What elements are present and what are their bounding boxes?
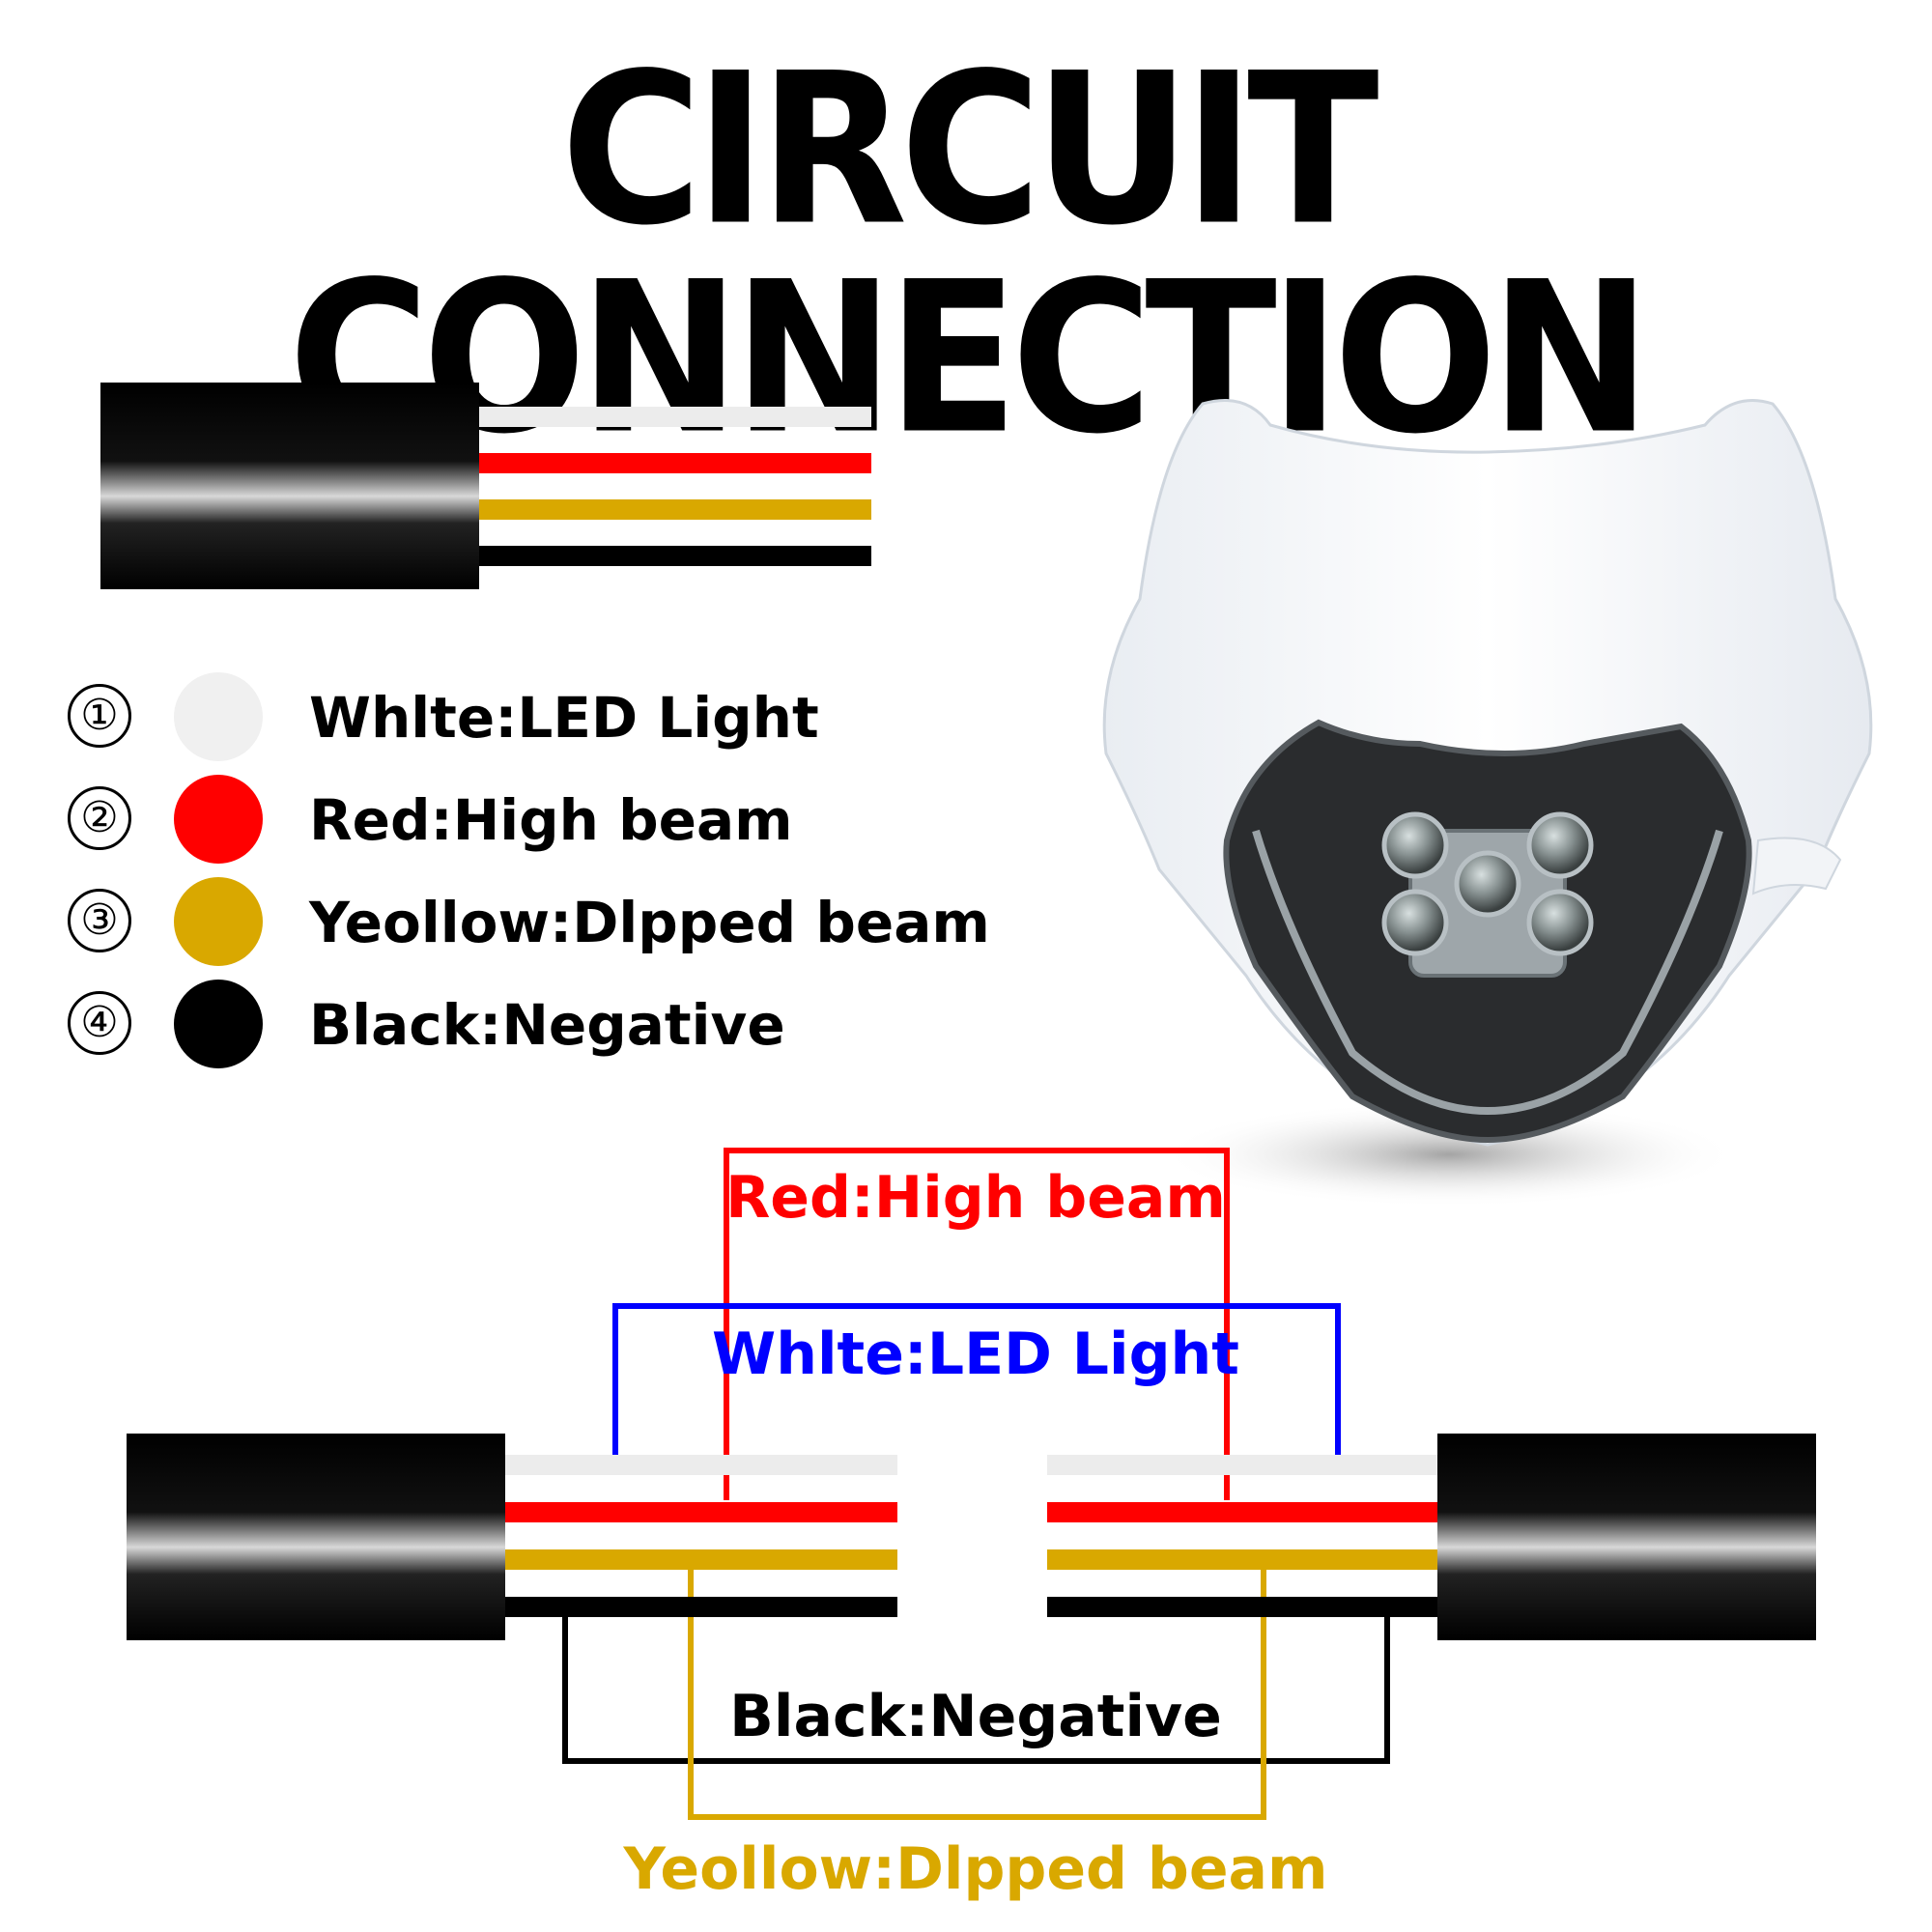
left-cable-jacket <box>127 1434 505 1640</box>
legend-item: ① Whlte:LED Light <box>68 672 937 765</box>
red-link-loop <box>724 1148 1230 1500</box>
legend-number: ③ <box>68 889 131 952</box>
led-lens-top-right <box>1526 811 1594 879</box>
legend-item: ② Red:High beam <box>68 775 937 867</box>
black-link-label: Black:Negative <box>729 1683 1222 1750</box>
led-lens-bottom-left <box>1381 889 1449 956</box>
cable-jacket <box>100 383 479 589</box>
led-lens-center <box>1454 850 1521 918</box>
legend-swatch-red <box>174 775 263 864</box>
connection-diagram: Red:High beam Whlte:LED Light Black:Nega… <box>127 1148 1816 1903</box>
legend-swatch-black <box>174 980 263 1068</box>
legend-number: ② <box>68 786 131 850</box>
legend-label: Red:High beam <box>309 787 793 853</box>
legend-label: Yeollow:Dlpped beam <box>309 890 990 955</box>
legend-item: ③ Yeollow:Dlpped beam <box>68 877 990 970</box>
legend-label: Whlte:LED Light <box>309 685 819 751</box>
yellow-link-loop <box>688 1566 1266 1820</box>
led-lens-top-left <box>1381 811 1449 879</box>
left-red-wire <box>505 1502 897 1522</box>
right-black-wire <box>1047 1597 1437 1617</box>
headlight-shadow <box>1159 1101 1739 1208</box>
led-lens-bottom-right <box>1526 889 1594 956</box>
page-title: CIRCUIT CONNECTION <box>288 28 1651 481</box>
left-black-wire <box>505 1597 897 1617</box>
yellow-link-label: Yeollow:Dlpped beam <box>622 1835 1327 1903</box>
legend-swatch-white <box>174 672 263 761</box>
right-yellow-wire <box>1047 1549 1437 1570</box>
headlight-image <box>1102 399 1873 1208</box>
legend-number: ① <box>68 684 131 748</box>
white-link-label: Whlte:LED Light <box>712 1321 1239 1388</box>
headlight-side-tab <box>1751 837 1842 895</box>
legend-item: ④ Black:Negative <box>68 980 937 1072</box>
legend-number: ④ <box>68 991 131 1055</box>
cable-illustration-top <box>100 383 871 589</box>
legend-swatch-yellow <box>174 877 263 966</box>
right-cable-jacket <box>1437 1434 1816 1640</box>
red-link-label: Red:High beam <box>725 1164 1226 1232</box>
headlight-drl-strip <box>1252 829 1723 1116</box>
red-wire <box>479 453 871 473</box>
left-yellow-wire <box>505 1549 897 1570</box>
right-red-wire <box>1047 1502 1437 1522</box>
left-white-wire <box>505 1455 897 1475</box>
legend-label: Black:Negative <box>309 992 785 1058</box>
white-link-loop <box>612 1303 1341 1464</box>
yellow-wire <box>479 499 871 520</box>
black-wire <box>479 546 871 566</box>
black-link-loop <box>562 1615 1390 1764</box>
right-white-wire <box>1047 1455 1437 1475</box>
white-wire <box>479 407 871 427</box>
